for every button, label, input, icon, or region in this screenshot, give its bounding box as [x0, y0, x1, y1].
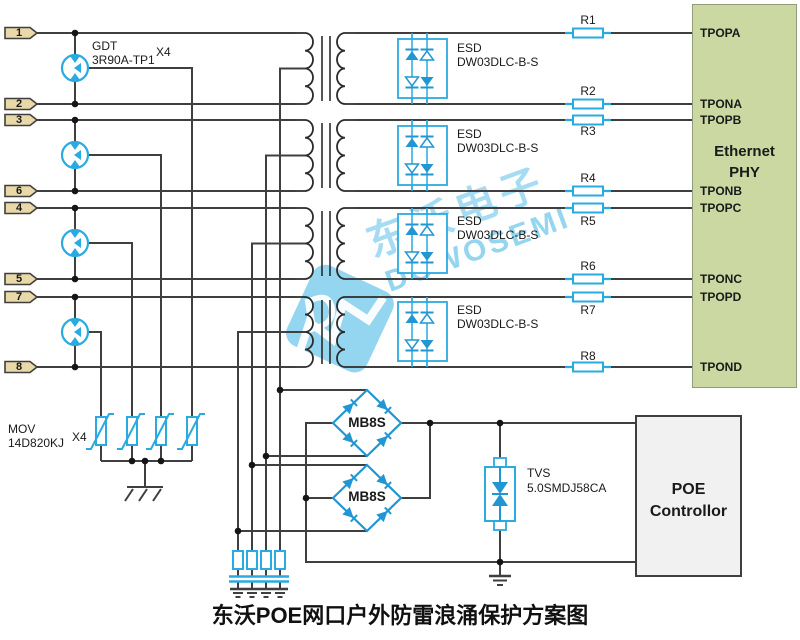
- esd-symbols: [397, 33, 448, 367]
- resistor-symbols: [565, 27, 611, 373]
- phy-pin-tpona: TPONA: [700, 97, 742, 111]
- gdt-label: GDT 3R90A-TP1: [92, 39, 155, 67]
- poe-controller-label: POE Controllor: [635, 479, 742, 523]
- tvs-ground-symbol: [489, 574, 511, 586]
- esd-name: ESD: [457, 303, 482, 317]
- phy-pin-tponb: TPONB: [700, 184, 742, 198]
- esd4-label: ESD DW03DLC-B-S: [457, 303, 538, 331]
- gdt-symbols: [60, 53, 90, 347]
- resistor-label-r5: R5: [580, 214, 596, 228]
- resistor-label-r4: R4: [580, 171, 596, 185]
- esd1-label: ESD DW03DLC-B-S: [457, 41, 538, 69]
- phy-pin-tpopd: TPOPD: [700, 290, 742, 304]
- tvs-label: TVS 5.0SMDJ58CA: [527, 466, 606, 496]
- esd-part: DW03DLC-B-S: [457, 228, 539, 242]
- esd-part: DW03DLC-B-S: [457, 317, 539, 331]
- esd-part: DW03DLC-B-S: [457, 141, 539, 155]
- phy-pin-tpopc: TPOPC: [700, 201, 742, 215]
- poe-line2: Controllor: [649, 503, 728, 520]
- pin-label-5: 5: [15, 273, 23, 285]
- esd3-label: ESD DW03DLC-B-S: [457, 214, 538, 242]
- resistor-label-r1: R1: [580, 13, 596, 27]
- resistor-label-r6: R6: [580, 259, 596, 273]
- pin-label-7: 7: [15, 291, 23, 303]
- phy-pin-tponc: TPONC: [700, 272, 742, 286]
- esd-name: ESD: [457, 214, 482, 228]
- phy-pin-tpopb: TPOPB: [700, 113, 742, 127]
- junction-dots: [71, 29, 504, 566]
- gdt-part: 3R90A-TP1: [92, 53, 155, 67]
- bridge-rectifier-symbols: [331, 388, 403, 533]
- esd-name: ESD: [457, 41, 482, 55]
- transformer-symbols: [295, 32, 355, 368]
- tvs-name: TVS: [527, 466, 551, 480]
- poe-line1: POE: [671, 481, 706, 498]
- esd-part: DW03DLC-B-S: [457, 55, 539, 69]
- mov-label: MOV 14D820KJ: [8, 422, 64, 450]
- diagram-title: 东沃POE网口户外防雷浪涌保护方案图: [211, 603, 589, 628]
- pin-label-8: 8: [15, 361, 23, 373]
- wires: [37, 32, 692, 589]
- ethernet-phy-block: [692, 4, 797, 388]
- phy-title-line1: Ethernet: [714, 143, 775, 160]
- phy-pin-tpond: TPOND: [700, 360, 742, 374]
- mov-name: MOV: [8, 422, 36, 436]
- esd2-label: ESD DW03DLC-B-S: [457, 127, 538, 155]
- gdt-name: GDT: [92, 39, 118, 53]
- phy-pin-tpopa: TPOPA: [700, 26, 741, 40]
- esd-name: ESD: [457, 127, 482, 141]
- tvs-part: 5.0SMDJ58CA: [527, 481, 607, 495]
- bridge1-label: MB8S: [348, 415, 386, 430]
- mov-symbols: [86, 413, 205, 450]
- resistor-label-r7: R7: [580, 303, 596, 317]
- pin-label-6: 6: [15, 185, 23, 197]
- phy-title: Ethernet PHY: [692, 141, 797, 183]
- tvs-symbol: [484, 457, 516, 531]
- pin-connectors: [4, 26, 39, 374]
- earth-ground-symbol: [124, 486, 163, 502]
- pin-label-3: 3: [15, 114, 23, 126]
- rc-termination-symbols: [229, 550, 289, 598]
- mov-part: 14D820KJ: [8, 436, 65, 450]
- gdt-qty: X4: [156, 45, 171, 59]
- phy-title-line2: PHY: [729, 164, 760, 181]
- pin-label-1: 1: [15, 27, 23, 39]
- resistor-label-r8: R8: [580, 349, 596, 363]
- resistor-label-r3: R3: [580, 124, 596, 138]
- resistor-label-r2: R2: [580, 84, 596, 98]
- mov-qty: X4: [72, 430, 87, 444]
- bridge2-label: MB8S: [348, 489, 386, 504]
- pin-label-2: 2: [15, 98, 23, 110]
- poe-controller-block: [635, 415, 742, 577]
- pin-label-4: 4: [15, 202, 23, 214]
